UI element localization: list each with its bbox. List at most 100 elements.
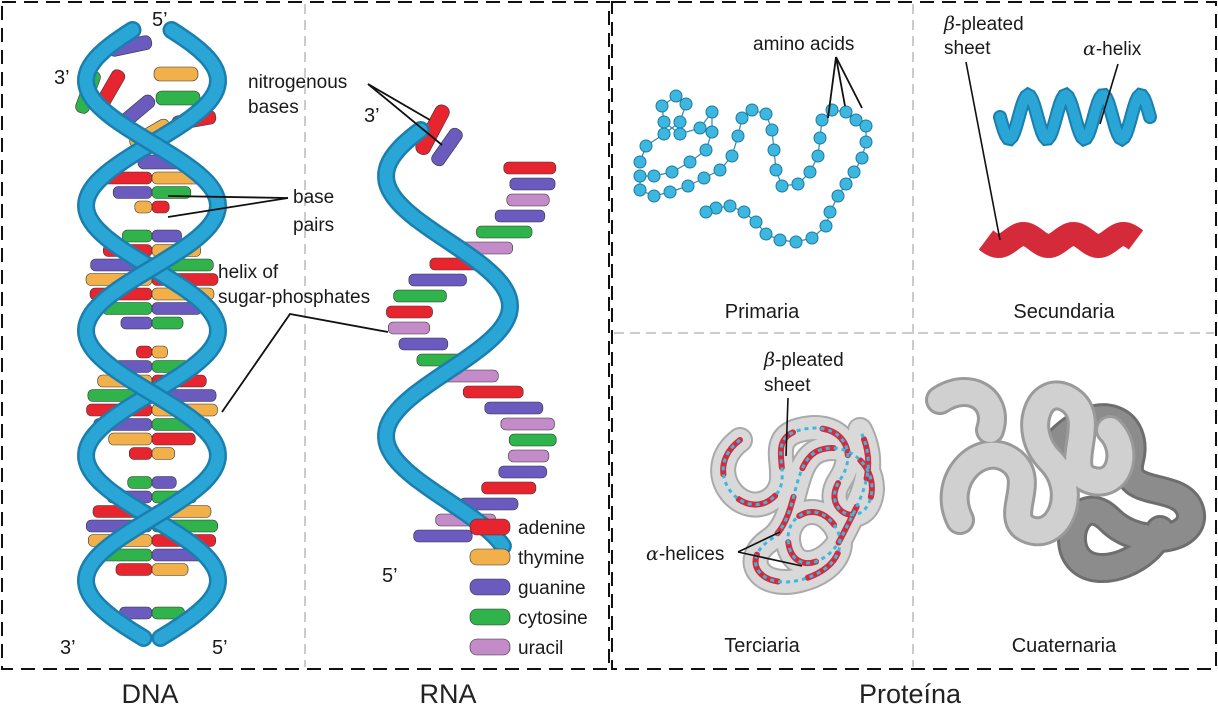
base-legend: adenine thymine guanine cytosine uracil [469, 518, 588, 659]
amino-acid-bead [639, 139, 653, 153]
helix-label-line2: sugar-phosphates [218, 287, 370, 308]
legend-label-adenine: adenine [518, 518, 586, 539]
rna-base [500, 417, 555, 431]
amino-acid-bead [697, 171, 711, 185]
amino-acid-bead [789, 235, 803, 249]
amino-acid-bead [819, 219, 833, 233]
rna-base [494, 209, 546, 223]
tertiary-title: Terciaria [724, 635, 800, 657]
amino-callout-2 [835, 56, 846, 107]
base-pairs-label-line1: base [293, 187, 334, 208]
panel-dividers [304, 4, 1214, 667]
secondary-beta-label-line1: β-pleated [943, 13, 1024, 35]
secondary-title: Secundaria [1013, 301, 1115, 323]
rna-backbone [379, 123, 517, 553]
dna-base-left [122, 229, 153, 243]
amino-acid-bead [775, 179, 789, 193]
amino-acid-bead [705, 125, 719, 139]
amino-acid-bead [647, 189, 661, 203]
rna-base [503, 161, 557, 175]
amino-acid-bead [633, 169, 647, 183]
dna-backbone-b [79, 23, 225, 645]
tertiary-helix-segments [721, 426, 874, 584]
rna-base [484, 401, 544, 415]
amino-acid-bead [725, 149, 739, 163]
rna-base [506, 193, 550, 207]
dna-base-left [136, 345, 153, 359]
dna-base-left [120, 316, 153, 330]
rna-base [413, 529, 473, 543]
amino-acid-bead [681, 179, 695, 193]
rna-base [408, 273, 467, 287]
amino-acid-bead [815, 113, 829, 127]
tertiary-callouts [737, 397, 803, 567]
amino-acid-bead [759, 227, 773, 241]
legend-swatch-guanine [469, 578, 511, 596]
tertiary-alpha-symbol: α [646, 543, 659, 565]
amino-callout-3 [835, 56, 863, 109]
dna-backbone-a [79, 23, 225, 645]
amino-acid-bead [683, 155, 697, 169]
dna-base-right [151, 432, 196, 446]
tertiary-alpha-callout-1 [737, 531, 781, 553]
amino-acid-bead [699, 143, 713, 157]
dna-base-right [151, 345, 168, 359]
panel-frames [1, 1, 1217, 670]
dna-base-left [128, 447, 153, 460]
amino-acid-bead [749, 215, 763, 229]
amino-acid-bead [859, 135, 873, 149]
tertiary-beta-label-line1: β-pleated [763, 349, 844, 371]
rna-base [498, 465, 548, 479]
amino-acid-bead [765, 123, 779, 137]
amino-acid-bead [823, 205, 837, 219]
quaternary-title: Cuaternaria [1012, 635, 1117, 657]
amino-acid-bead [673, 127, 687, 141]
amino-acid-bead [847, 165, 861, 179]
alpha-rest: -helix [1096, 39, 1142, 60]
amino-acid-bead [693, 121, 707, 135]
legend-swatch-cytosine [469, 608, 511, 626]
amino-acid-bead [679, 97, 693, 111]
primary-title: Primaria [725, 301, 800, 323]
amino-acid-bead [735, 111, 749, 125]
dna-base-right [151, 200, 170, 214]
legend-label-guanine: guanine [518, 578, 586, 599]
rna-base [393, 289, 447, 303]
rna-base [476, 225, 533, 239]
base-pairs-label-line2: pairs [293, 215, 334, 236]
rna-base [387, 321, 431, 335]
amino-acid-bead [767, 143, 781, 157]
amino-acid-bead [805, 231, 819, 245]
nitrogenous-label-line2: bases [248, 97, 299, 118]
amino-acid-bead [731, 129, 745, 143]
alpha-helix-ribbon [995, 89, 1155, 145]
amino-acid-bead [647, 169, 661, 183]
tertiary-beta-callout [785, 397, 789, 457]
nitrogenous-callout-1 [367, 83, 431, 121]
amino-acid-bead [633, 155, 647, 169]
dna-base-right [151, 447, 176, 460]
amino-acid-bead [673, 115, 687, 129]
tertiary-alpha-rest: -helices [659, 544, 724, 565]
dna-bottom-left-label: 3’ [60, 637, 76, 659]
secondary-alpha-label: α-helix [1083, 38, 1142, 60]
dna-unpaired-base [155, 90, 201, 106]
legend-label-thymine: thymine [518, 548, 585, 569]
amino-acid-bead [663, 185, 677, 199]
dna-left-end-label: 3’ [54, 67, 70, 89]
legend-label-cytosine: cytosine [518, 608, 588, 629]
amino-acid-bead [723, 199, 737, 213]
helix-label-line1: helix of [218, 262, 279, 283]
quaternary-structure-art [925, 377, 1206, 584]
legend-label-uracil: uracil [518, 638, 563, 659]
beta-symbol: β [943, 13, 955, 35]
rna-strand [377, 104, 557, 555]
dna-top-end-label: 5’ [152, 9, 168, 31]
tertiary-alpha-callout-2 [737, 551, 803, 567]
primary-amino-acid-chain [633, 89, 873, 249]
beta-rest: -pleated [955, 14, 1024, 35]
dna-base-left [127, 476, 153, 489]
amino-acid-bead [839, 105, 853, 119]
secondary-structure-art [978, 86, 1157, 259]
